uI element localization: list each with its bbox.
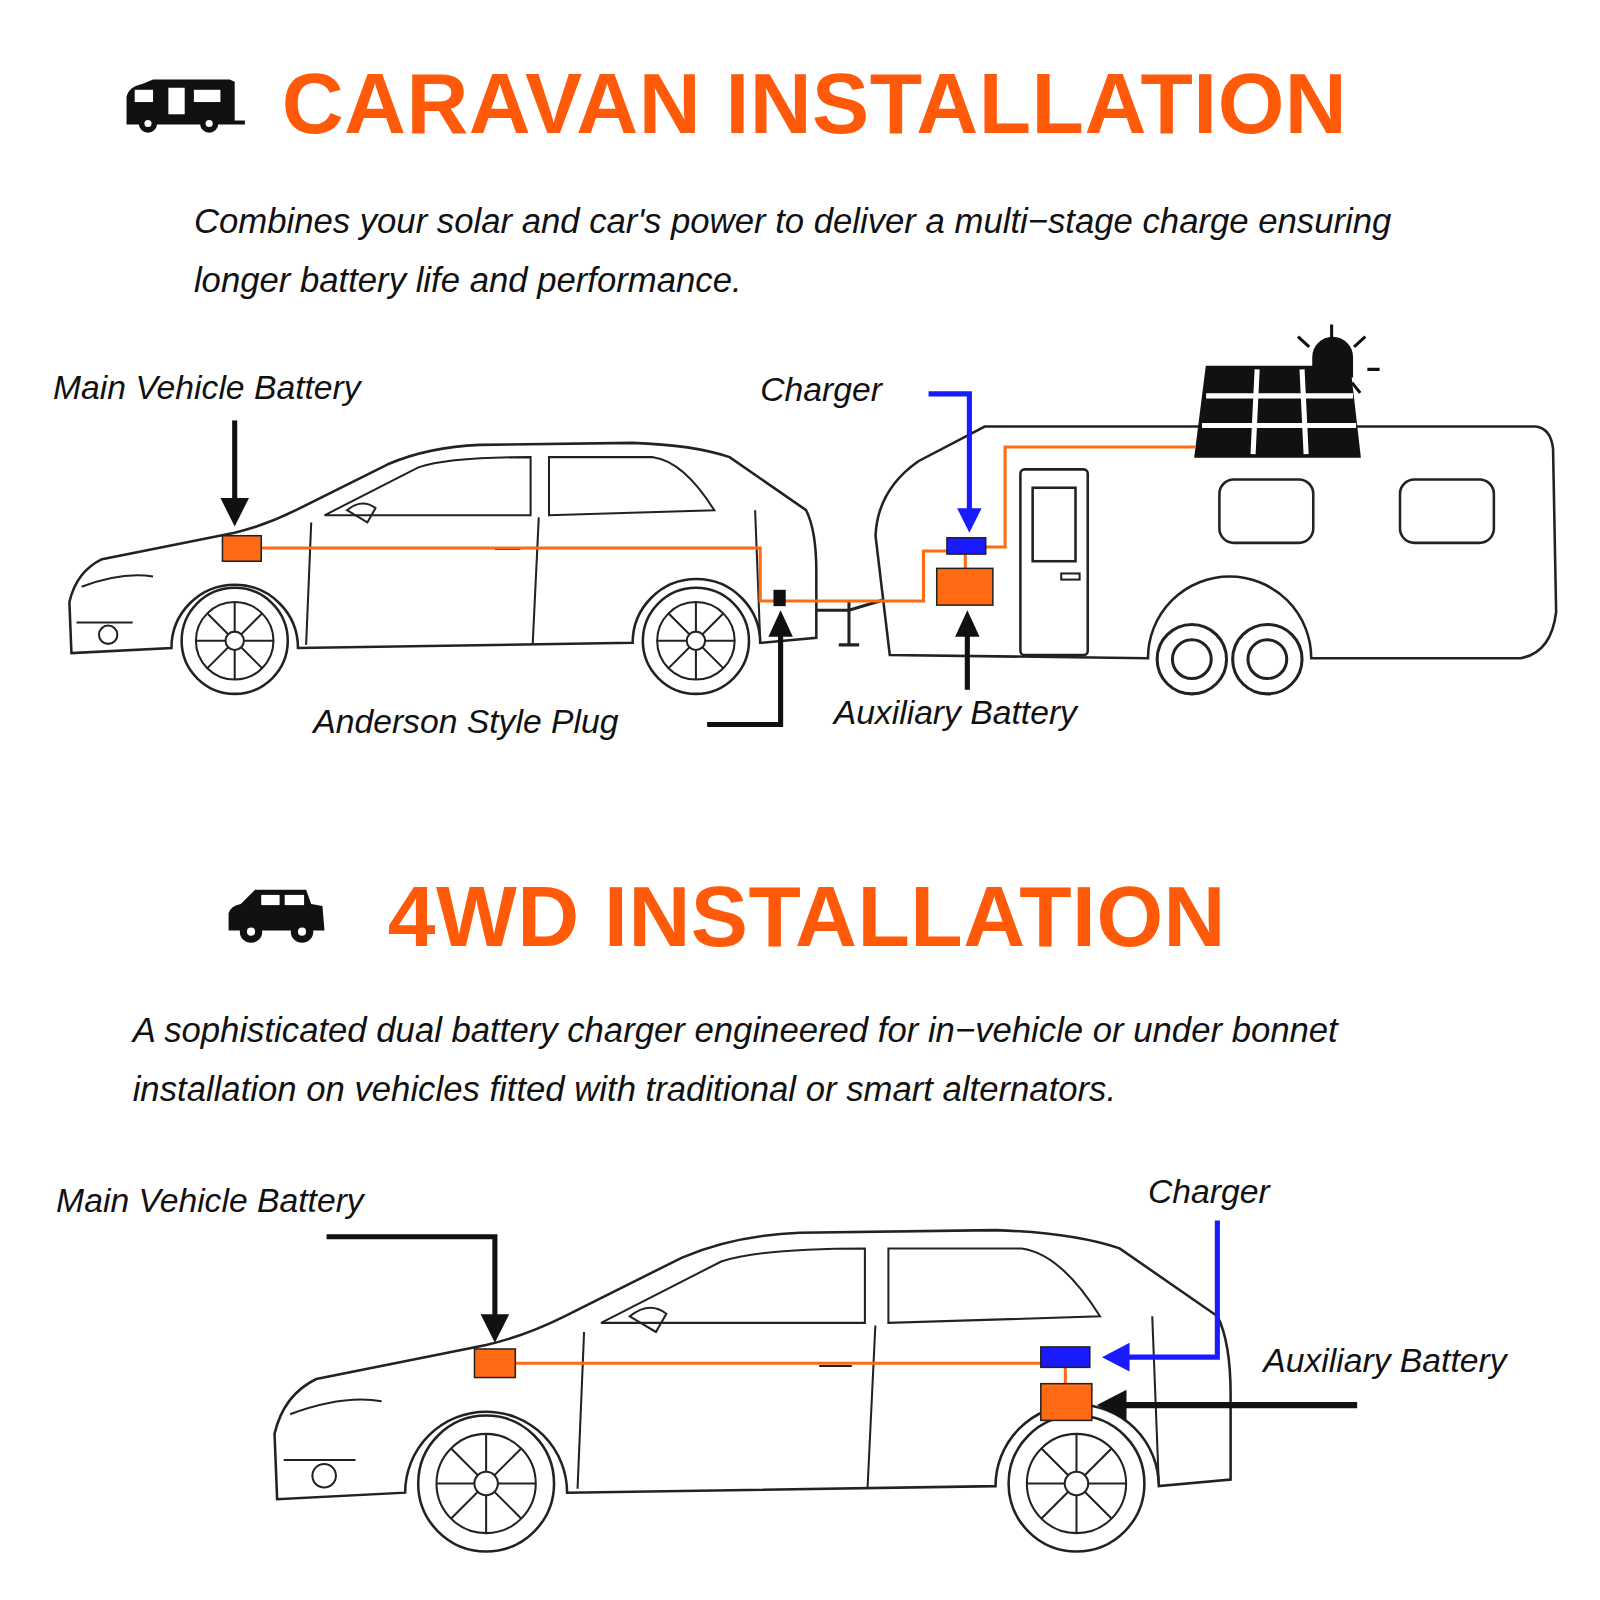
section-title: CARAVAN INSTALLATION (282, 60, 1348, 146)
caravan-wiring (261, 447, 1196, 601)
4wd-icon (229, 890, 325, 943)
callout-label: Auxiliary Battery (834, 693, 1077, 734)
callout-label: Anderson Style Plug (313, 701, 618, 742)
caravan-icon (127, 80, 245, 133)
callout-label: Charger (760, 369, 882, 410)
main-battery-box (222, 536, 261, 562)
main-battery-box (474, 1349, 515, 1378)
4wd-leader-arrows (327, 1220, 1358, 1420)
solar-panel (1196, 324, 1380, 456)
4wd-wiring (515, 1363, 1065, 1383)
description: Combines your solar and car's power to d… (194, 191, 1475, 309)
auxiliary-battery-box (937, 568, 993, 605)
callout-label: Auxiliary Battery (1263, 1341, 1506, 1382)
4wd-car (275, 1230, 1231, 1551)
caravan-leader-arrows (220, 394, 981, 725)
anderson-plug (773, 590, 785, 606)
callout-label: Charger (1148, 1171, 1270, 1212)
charger-box (1041, 1347, 1090, 1367)
charger-box (947, 538, 986, 554)
caravan (816, 427, 1556, 694)
callout-label: Main Vehicle Battery (53, 367, 361, 408)
description: A sophisticated dual battery charger eng… (133, 1000, 1454, 1118)
callout-label: Main Vehicle Battery (56, 1181, 364, 1222)
towing-car (69, 443, 816, 694)
section-title: 4WD INSTALLATION (388, 873, 1226, 959)
auxiliary-battery-box (1041, 1384, 1092, 1421)
